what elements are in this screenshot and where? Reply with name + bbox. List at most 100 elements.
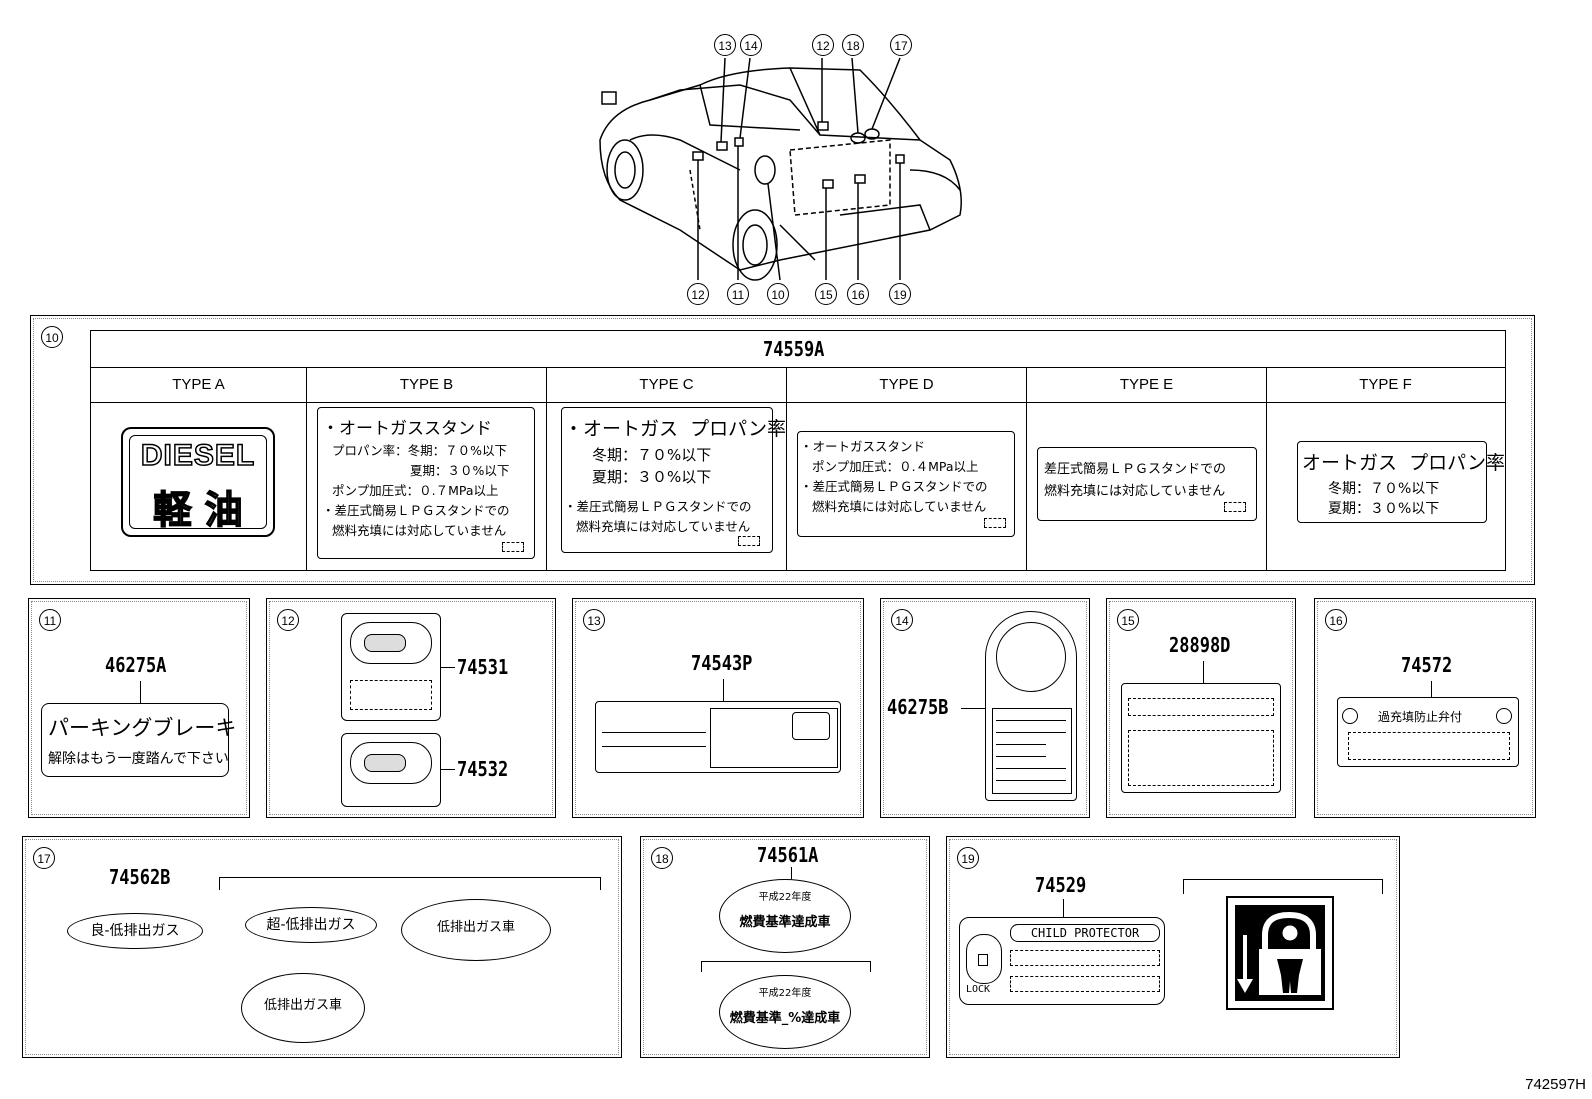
type-f-line-3: 夏期：３０%以下	[1328, 501, 1440, 517]
panel-18: 18 74561A 平成22年度 燃費基準達成車 平成22年度 燃費基準_%達成…	[640, 836, 930, 1058]
type-c-line-5: 燃料充填には対応していません	[576, 519, 751, 534]
type-header-row: TYPE A TYPE B TYPE C TYPE D TYPE E TYPE …	[91, 367, 1505, 403]
callout-16-bottom: 16	[847, 283, 869, 305]
type-b-line-4: ポンプ加圧式：０.７MPa以上	[332, 483, 499, 498]
type-c-line-1: ・オートガス プロパン率	[564, 418, 787, 440]
type-d-line-2: ポンプ加圧式：０.４MPa以上	[812, 459, 979, 474]
keiyu-text: 軽 油	[153, 487, 244, 533]
panel-11: 11 46275A パーキングブレーキ 解除はもう一度踏んで下さい	[28, 598, 250, 818]
diesel-label: DIESEL 軽 油	[121, 427, 275, 537]
type-b-header: TYPE B	[307, 368, 547, 402]
type-c-header: TYPE C	[547, 368, 787, 402]
part-number-74562B: 74562B	[109, 865, 171, 889]
panel-10: 10	[30, 315, 1535, 585]
type-b-label: ・オートガススタンド プロパン率：冬期：７０%以下 夏期：３０%以下 ポンプ加圧…	[317, 407, 535, 559]
parking-brake-label: パーキングブレーキ 解除はもう一度踏んで下さい	[41, 703, 236, 777]
door-lock-label-b	[341, 733, 441, 807]
low-emission-oval-4: 低排出ガス車	[241, 973, 365, 1043]
panel-19: 19 74529 CHILD PROTECTOR LOCK	[946, 836, 1400, 1058]
panel-13-number: 13	[583, 609, 605, 631]
type-f-line-1: オートガス プロパン率	[1302, 452, 1506, 474]
panel-16: 16 74572 過充填防止弁付	[1314, 598, 1536, 818]
callout-11-bottom: 11	[727, 283, 749, 305]
diesel-text: DIESEL	[140, 438, 256, 473]
panel-16-number: 16	[1325, 609, 1347, 631]
type-b-line-1: ・オートガススタンド	[322, 419, 492, 439]
child-protector-title: CHILD PROTECTOR	[1010, 924, 1160, 942]
diagram-code: 742597H	[1525, 1076, 1586, 1093]
label-type-table: 74559A TYPE A TYPE B TYPE C TYPE D TYPE …	[90, 330, 1506, 571]
panel-19-number: 19	[957, 847, 979, 869]
callout-19-bottom: 19	[889, 283, 911, 305]
part-number-46275B: 46275B	[887, 695, 949, 719]
type-f-header: TYPE F	[1359, 376, 1412, 393]
callout-14-top: 14	[740, 34, 762, 56]
panel-18-number: 18	[651, 847, 673, 869]
part-number-74532: 74532	[457, 757, 509, 781]
type-c-label: ・オートガス プロパン率 冬期：７０%以下 夏期：３０%以下 ・差圧式簡易ＬＰＧ…	[561, 407, 786, 553]
overfill-valve-label: 過充填防止弁付	[1337, 697, 1519, 767]
type-d-line-1: ・オートガススタンド	[800, 439, 926, 454]
panel-12-number: 12	[277, 609, 299, 631]
panel-14: 14 46275B	[880, 598, 1090, 818]
type-c-line-4: ・差圧式簡易ＬＰＧスタンドでの	[564, 499, 752, 514]
fuel-economy-oval-b: 平成22年度 燃費基準_%達成車	[719, 975, 851, 1049]
type-e-header: TYPE E	[1027, 368, 1267, 402]
panel-15-number: 15	[1117, 609, 1139, 631]
lock-text: LOCK	[966, 984, 991, 995]
type-d-line-4: 燃料充填には対応していません	[812, 499, 987, 514]
type-c-line-2: 冬期：７０%以下	[592, 446, 712, 464]
door-hang-tag	[985, 611, 1077, 801]
fuel-economy-oval-a: 平成22年度 燃費基準達成車	[719, 879, 851, 953]
type-f-line-2: 冬期：７０%以下	[1328, 481, 1440, 497]
child-lock-icon	[1226, 896, 1334, 1010]
part-number-74561A: 74561A	[757, 843, 819, 867]
callout-18-top: 18	[842, 34, 864, 56]
overfill-valve-text: 過充填防止弁付	[1378, 710, 1463, 724]
info-label-74543P	[595, 701, 841, 773]
type-d-line-3: ・差圧式簡易ＬＰＧスタンドでの	[800, 479, 988, 494]
panel-15: 15 28898D	[1106, 598, 1296, 818]
part-number-74543P: 74543P	[691, 651, 753, 675]
type-e-line-1: 差圧式簡易ＬＰＧスタンドでの	[1044, 462, 1227, 477]
type-d-header: TYPE D	[787, 368, 1027, 402]
parking-brake-line-1: パーキングブレーキ	[48, 716, 237, 740]
panel-13: 13 74543P	[572, 598, 864, 818]
type-b-line-6: 燃料充填には対応していません	[332, 523, 507, 538]
low-emission-oval-3: 低排出ガス車	[401, 899, 551, 961]
type-e-line-2: 燃料充填には対応していません	[1044, 484, 1226, 499]
callout-15-bottom: 15	[815, 283, 837, 305]
car-illustration	[599, 57, 962, 281]
parking-brake-line-2: 解除はもう一度踏んで下さい	[48, 751, 229, 767]
low-emission-oval-1: 良-低排出ガス	[67, 913, 203, 949]
part-number-74559A: 74559A	[763, 337, 825, 361]
panel-10-number: 10	[41, 326, 63, 348]
part-number-46275A: 46275A	[105, 653, 167, 677]
type-b-line-5: ・差圧式簡易ＬＰＧスタンドでの	[322, 503, 510, 518]
callout-12-bottom: 12	[687, 283, 709, 305]
caution-label-28898D	[1121, 683, 1281, 793]
callout-10-bottom: 10	[767, 283, 789, 305]
low-emission-oval-2: 超-低排出ガス	[245, 907, 377, 943]
type-f-label: オートガス プロパン率 冬期：７０%以下 夏期：３０%以下	[1297, 441, 1505, 523]
part-number-74529: 74529	[1035, 873, 1087, 897]
callout-17-top: 17	[890, 34, 912, 56]
callout-13-top: 13	[714, 34, 736, 56]
type-b-line-2: プロパン率：冬期：７０%以下	[332, 443, 508, 458]
panel-17: 17 74562B 良-低排出ガス 超-低排出ガス 低排出ガス車 低排出ガス車	[22, 836, 622, 1058]
type-b-line-3: 夏期：３０%以下	[410, 463, 510, 478]
part-number-28898D: 28898D	[1169, 633, 1231, 657]
type-a-header: TYPE A	[91, 368, 307, 402]
type-e-label: 差圧式簡易ＬＰＧスタンドでの 燃料充填には対応していません	[1037, 447, 1257, 521]
part-number-74531: 74531	[457, 655, 509, 679]
type-d-label: ・オートガススタンド ポンプ加圧式：０.４MPa以上 ・差圧式簡易ＬＰＧスタンド…	[797, 431, 1015, 537]
child-protector-label: CHILD PROTECTOR LOCK	[959, 917, 1165, 1005]
type-c-line-3: 夏期：３０%以下	[592, 468, 712, 486]
part-number-74572: 74572	[1401, 653, 1453, 677]
door-lock-label-a	[341, 613, 441, 721]
panel-14-number: 14	[891, 609, 913, 631]
callout-12-top: 12	[812, 34, 834, 56]
panel-12: 12 74531 74532	[266, 598, 556, 818]
panel-11-number: 11	[39, 609, 61, 631]
panel-17-number: 17	[33, 847, 55, 869]
